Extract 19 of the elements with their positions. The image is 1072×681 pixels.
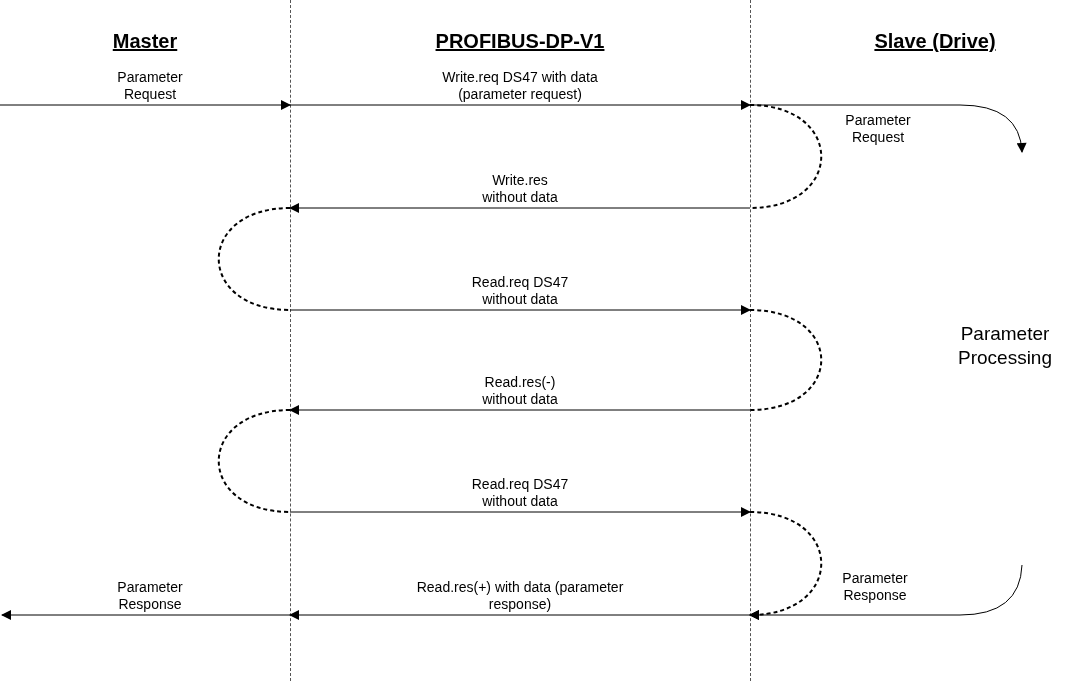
arrow [289, 610, 751, 620]
lifeline [289, 0, 291, 681]
column-heading: Master [112, 30, 178, 53]
arrow [1, 610, 291, 620]
arrow [289, 100, 751, 110]
curved-arrow [749, 564, 1023, 620]
arrow [289, 507, 751, 517]
arrow [289, 203, 751, 213]
note: Parameter Processing [957, 322, 1053, 370]
arrow [289, 305, 751, 315]
dashed-connector [217, 409, 291, 513]
arrow [0, 100, 291, 110]
lifeline [749, 0, 751, 681]
column-heading: Slave (Drive) [874, 30, 996, 53]
column-heading: PROFIBUS-DP-V1 [435, 30, 605, 53]
dashed-connector [749, 104, 823, 209]
dashed-connector [749, 309, 823, 411]
arrow [289, 405, 751, 415]
dashed-connector [217, 207, 291, 311]
